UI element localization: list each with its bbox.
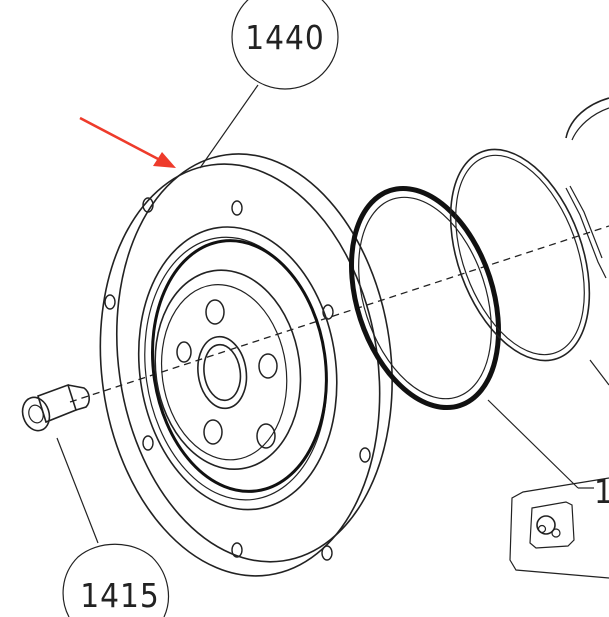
bolt-hole: [321, 545, 333, 561]
callout-bubble-1440: [231, 0, 339, 90]
bolt-hole: [142, 197, 154, 213]
hub-hole: [176, 341, 192, 363]
flange-hub-inner: [203, 343, 242, 402]
flange-back-edge: [115, 153, 393, 563]
red-pointer-arrow: [79, 116, 176, 168]
retaining-ring-tang: [565, 187, 607, 279]
arrow-shaft: [79, 116, 161, 162]
flange-groove: [150, 239, 328, 493]
detail-inset-frame: [509, 477, 609, 579]
detail-ring-small: [537, 524, 547, 534]
bolt-hole: [231, 542, 243, 558]
edge-part-line: [589, 359, 609, 386]
hub-hole: [203, 419, 223, 445]
retaining-ring-inner: [455, 154, 585, 356]
callout-bubble-1415: [62, 543, 170, 617]
bolt-socket: [28, 404, 44, 424]
flange-raised-ring: [137, 226, 338, 511]
o-ring-inner: [358, 196, 492, 400]
callout-label-1: 1: [594, 472, 609, 511]
hub-hole: [258, 353, 278, 379]
bolt-hole: [142, 435, 154, 451]
bolt-hole: [322, 304, 334, 320]
bolt-shank: [67, 384, 90, 411]
retaining-ring: [449, 148, 591, 362]
edge-part-arc-inner: [571, 107, 609, 141]
bolt-hole: [359, 447, 371, 463]
o-ring-outer: [349, 185, 501, 411]
bolt-head: [21, 396, 51, 432]
arrow-head: [153, 152, 176, 168]
bolt-hole: [231, 200, 243, 216]
bolt-hole: [104, 294, 116, 310]
flange-recess-floor: [160, 284, 288, 461]
retaining-ring-outer: [449, 148, 591, 362]
detail-inset: [509, 477, 609, 579]
flange-plate: [99, 153, 393, 577]
flange-bolt-holes: [104, 197, 371, 561]
detail-ring-small: [551, 528, 561, 538]
callout-label-1415: 1415: [80, 576, 160, 615]
leader-line-1415: [56, 437, 99, 544]
hub-hole: [205, 299, 225, 325]
detail-ring-large: [536, 515, 556, 535]
flange-hub-outer: [197, 335, 248, 410]
center-axis-line: [69, 225, 609, 403]
callout-label-1440: 1440: [245, 18, 325, 57]
detail-inset-plate: [529, 501, 575, 549]
leader-line-1440: [199, 84, 259, 169]
edge-part-arc: [565, 97, 609, 139]
bolt: [21, 383, 90, 432]
leader-line-1: [487, 399, 579, 489]
hub-hole: [256, 423, 276, 449]
hub-holes: [176, 299, 278, 449]
retaining-ring-tang-inner: [569, 185, 603, 259]
o-ring-seal: [349, 185, 501, 411]
flange-recess: [154, 269, 302, 471]
